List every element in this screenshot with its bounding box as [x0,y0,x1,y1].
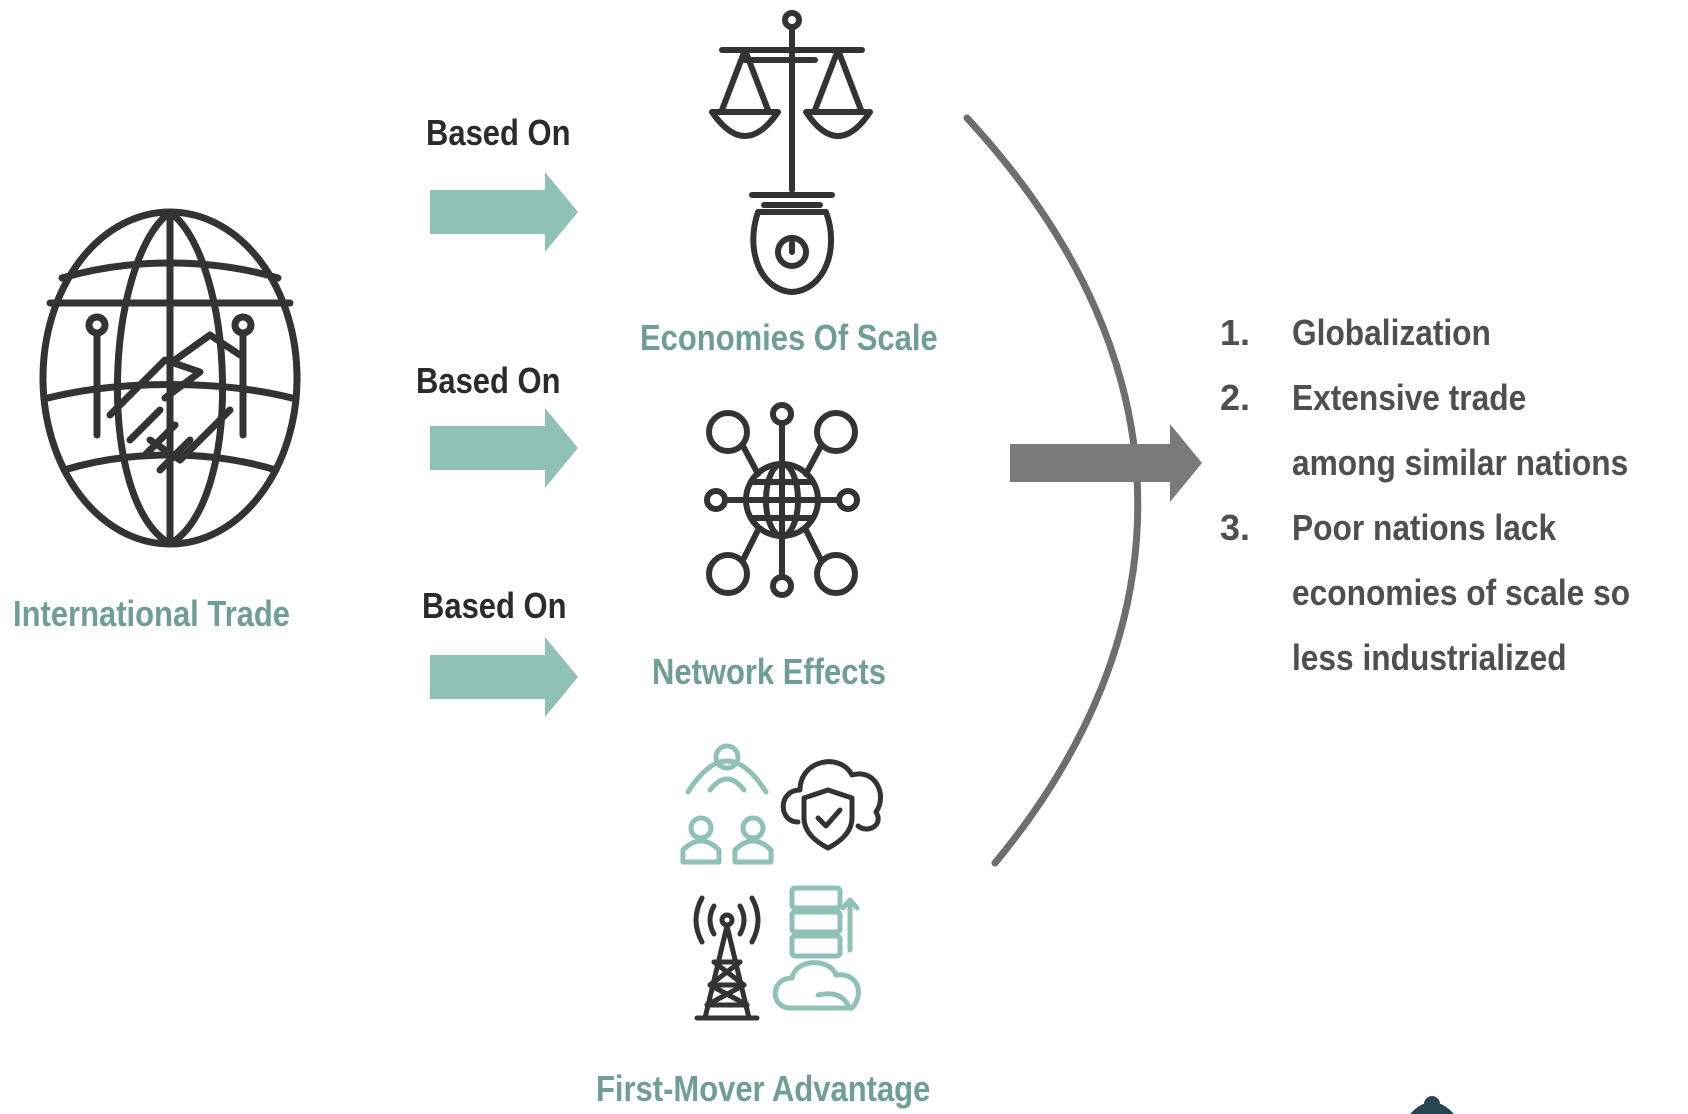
cloud-shield-icon [780,759,883,851]
tech-cluster-icon [680,743,883,1021]
list-item: 1. Globalization [1220,300,1680,365]
first-mover-advantage-label: First-Mover Advantage [596,1068,931,1109]
list-number: 3. [1220,507,1251,548]
network-globe-icon [704,402,860,598]
based-on-arrow [430,408,578,488]
based-on-label: Based On [426,112,571,153]
balance-scale-icon [709,10,873,295]
result-arrow [1010,424,1202,502]
curved-bracket [963,114,1142,867]
based-on-arrow [430,637,578,717]
list-item: 3. Poor nations lack economies of scale … [1220,495,1680,690]
list-text: Extensive trade among similar nations [1292,377,1629,483]
people-network-icon [680,743,774,865]
economies-of-scale-label: Economies Of Scale [640,317,938,358]
list-number: 2. [1220,377,1251,418]
list-text: Poor nations lack economies of scale so … [1292,507,1631,678]
brand-logo-icon [1410,1096,1454,1114]
server-cloud-icon [772,885,861,1011]
international-trade-label: International Trade [13,593,290,634]
antenna-tower-icon [693,895,761,1021]
network-effects-label: Network Effects [652,651,886,692]
list-item: 2. Extensive trade among similar nations [1220,365,1680,495]
based-on-arrow [430,172,578,252]
outcomes-list: 1. Globalization 2. Extensive trade amon… [1220,300,1680,690]
list-text: Globalization [1292,312,1491,353]
globe-handshake-icon [39,208,301,548]
based-on-label: Based On [422,585,567,626]
based-on-label: Based On [416,360,561,401]
list-number: 1. [1220,312,1251,353]
